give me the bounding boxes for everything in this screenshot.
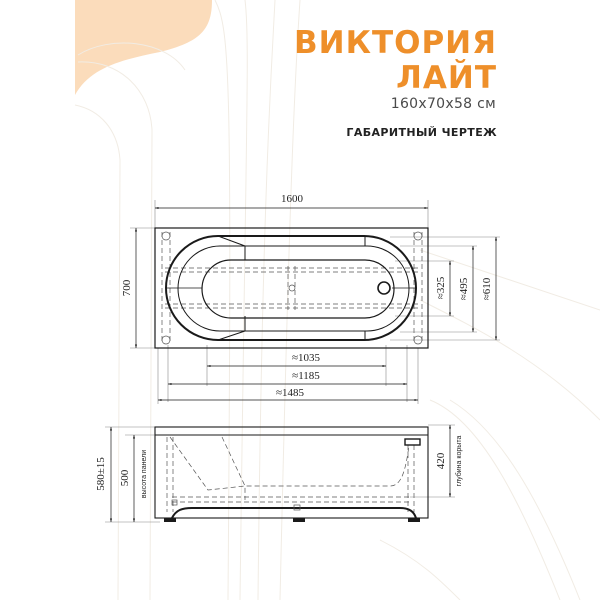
- dim-tub-depth: 420: [435, 452, 447, 469]
- side-view: 580±15 500 высота панели 420 глубина кор…: [95, 424, 463, 523]
- dim-inner-width-495: ≈495: [458, 277, 470, 300]
- product-dimensions: 160x70x58 см: [390, 96, 496, 112]
- peach-blob-shape: [75, 0, 212, 95]
- label-tub-depth: глубина корыта: [455, 436, 463, 487]
- bowl-middle-contour: [177, 245, 410, 332]
- product-title-line1: ВИКТОРИЯ: [294, 25, 497, 61]
- drawing-caption: ГАБАРИТНЫЙ ЧЕРТЕЖ: [346, 126, 497, 139]
- product-title-line2: ЛАЙТ: [396, 60, 497, 96]
- label-panel-height: высота панели: [141, 450, 148, 498]
- dim-overall-width: 700: [121, 279, 133, 296]
- support-feet: [164, 518, 420, 522]
- bowl-bottom-contour: [201, 259, 395, 319]
- tub-side-outline: [154, 426, 429, 519]
- dim-inner-width-325: ≈325: [435, 276, 447, 299]
- overflow-fitting: [404, 438, 421, 446]
- bowl-outer-contour: [165, 235, 417, 341]
- dim-panel-height: 500: [119, 469, 131, 486]
- drain-hole: [377, 281, 391, 295]
- dim-inner-length-1485: ≈1485: [276, 387, 305, 399]
- dim-inner-length-1035: ≈1035: [292, 352, 321, 364]
- dim-inner-width-610: ≈610: [481, 277, 493, 300]
- dim-overall-length: 1600: [281, 193, 304, 205]
- leg-markers: [161, 231, 423, 345]
- rim-outline: [154, 227, 429, 349]
- top-view: 1600 700 ≈325 ≈495 ≈610 ≈1035 ≈1185 ≈148…: [121, 193, 500, 404]
- background-contour-lines: [74, 0, 600, 600]
- dim-inner-length-1185: ≈1185: [292, 370, 320, 382]
- dim-total-height: 580±15: [95, 457, 107, 491]
